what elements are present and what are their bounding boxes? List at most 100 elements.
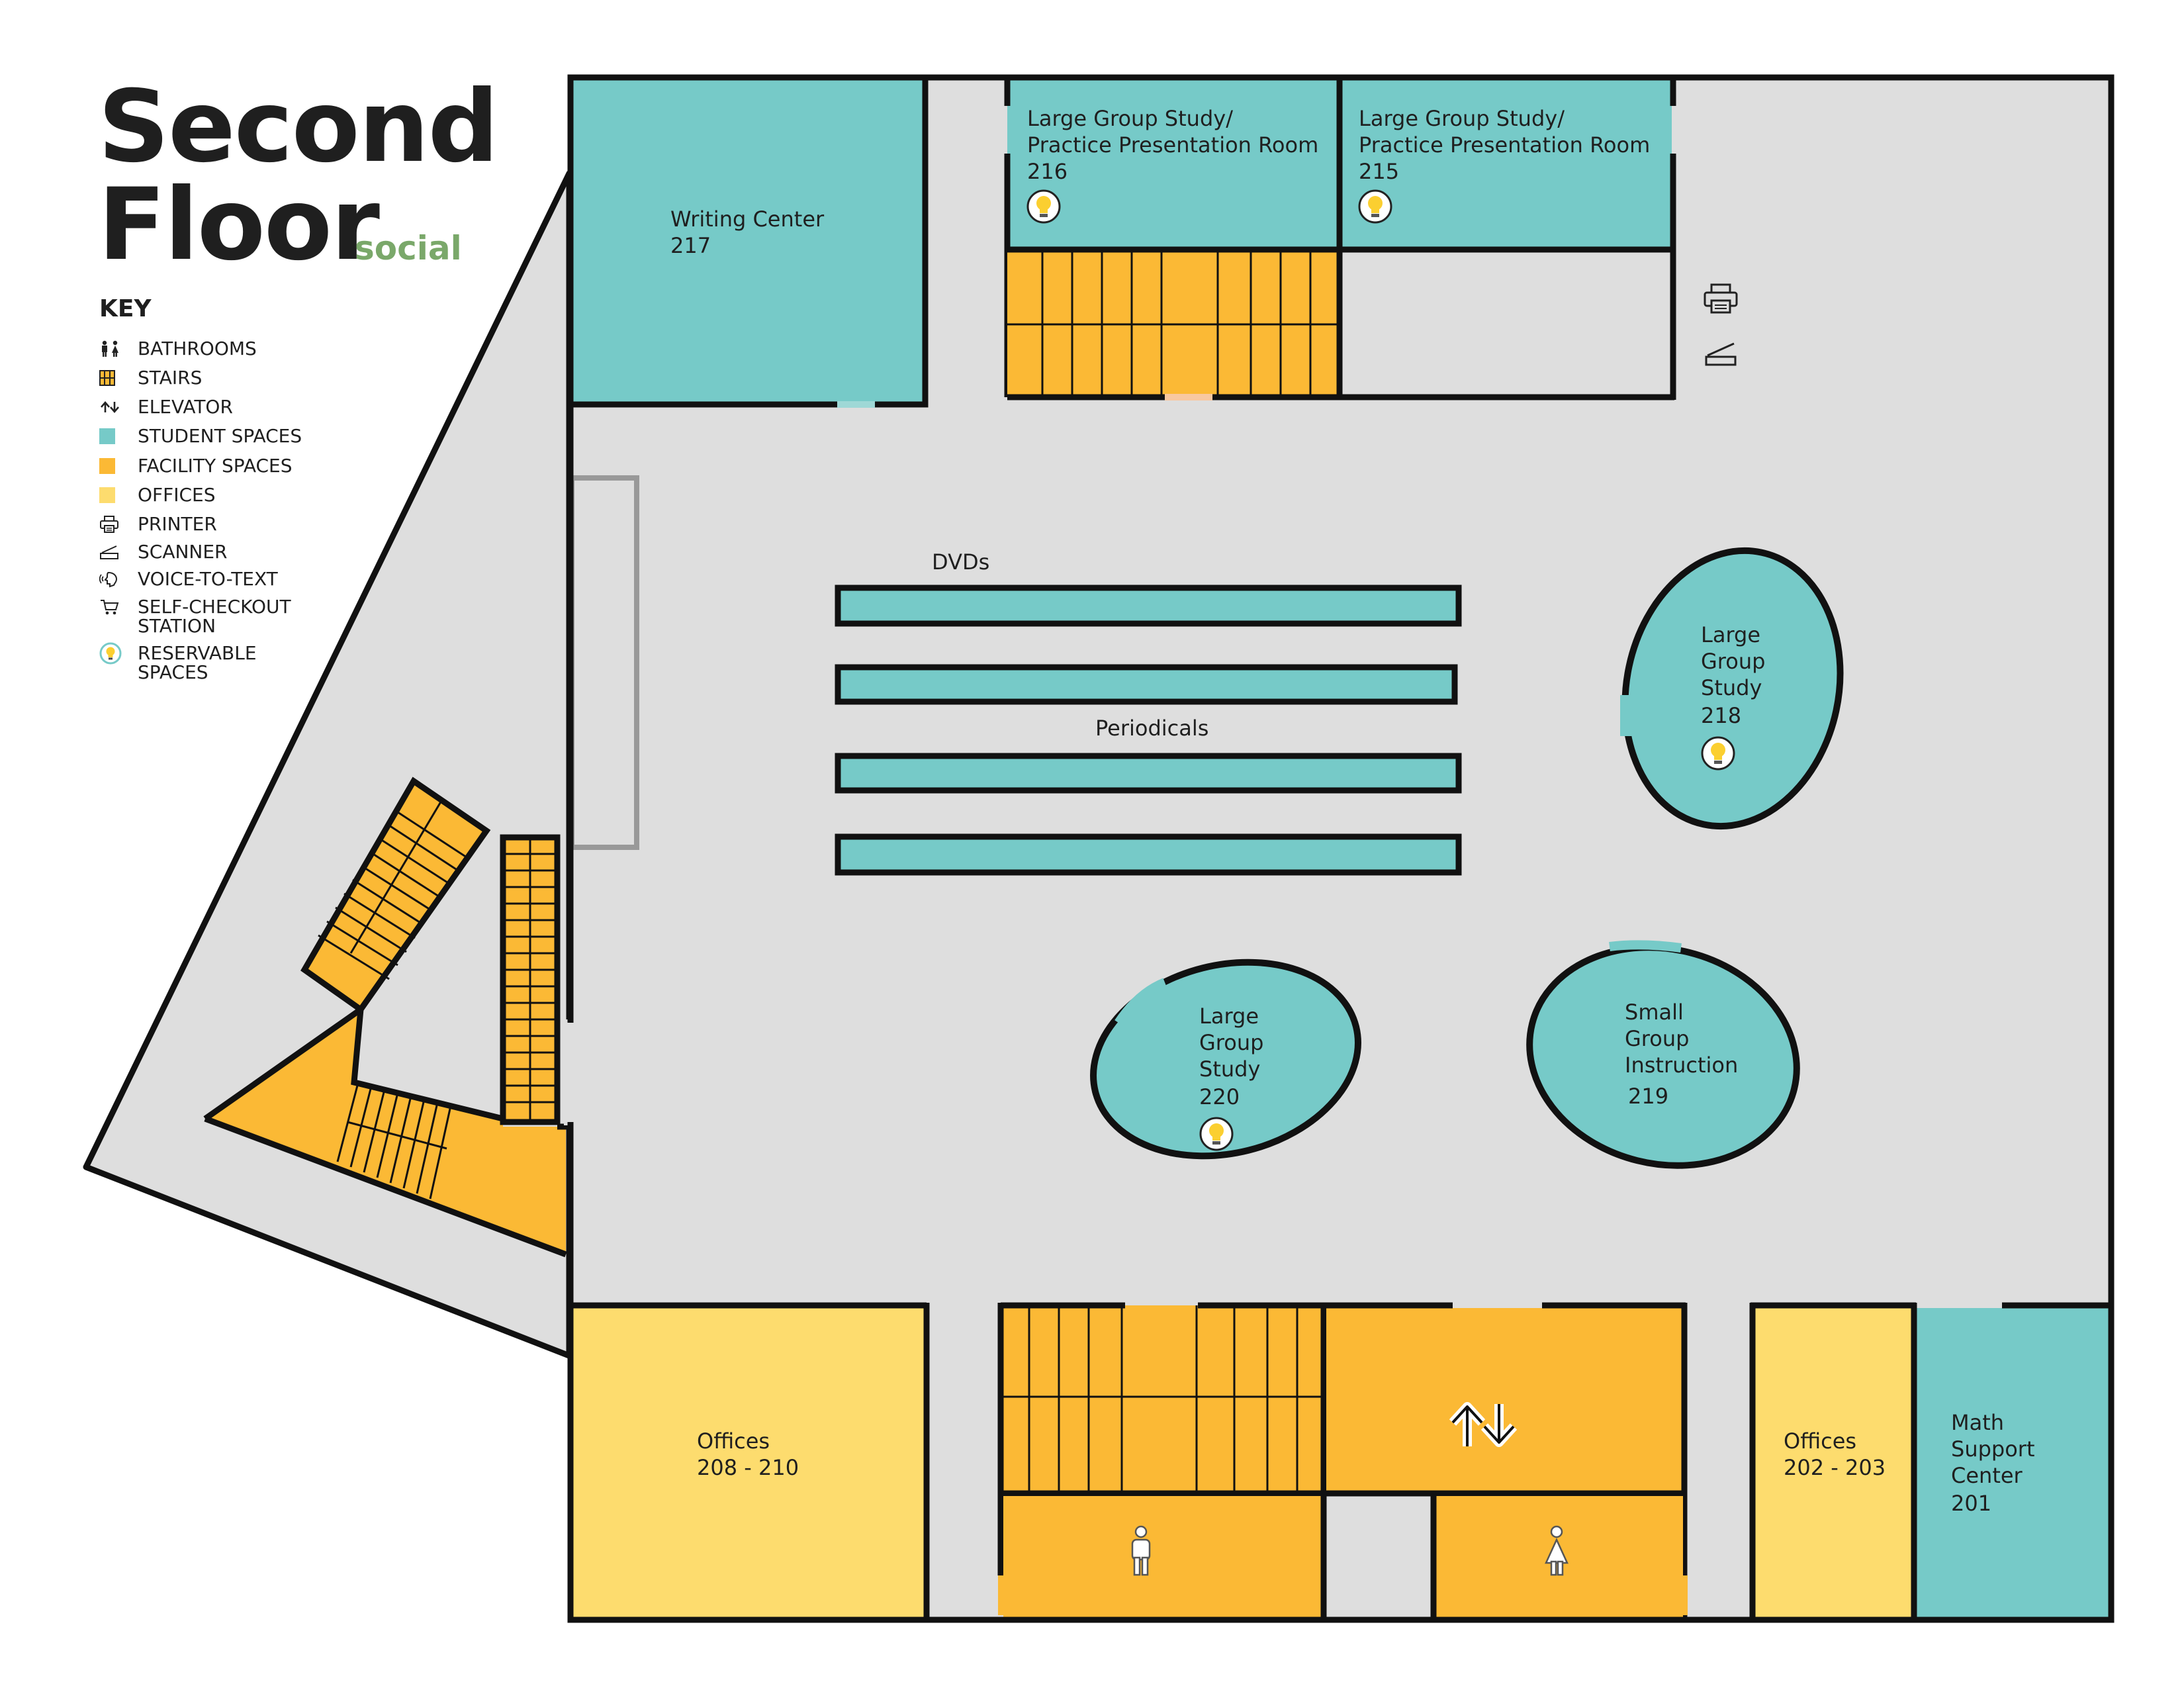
math-201-number: 201 xyxy=(1951,1491,1991,1516)
floor-subtitle: social xyxy=(355,229,462,267)
room-218-number: 218 xyxy=(1701,703,1741,728)
voice-to-text-icon xyxy=(99,569,126,589)
key-label: STAIRS xyxy=(138,367,203,389)
title-line-1: Second xyxy=(98,70,499,185)
room-219-line1: Small xyxy=(1625,1000,1684,1025)
key-label: ELEVATOR xyxy=(138,396,233,418)
key-item-facility-spaces: FACILITY SPACES xyxy=(99,456,293,476)
math-201-line1: Math xyxy=(1951,1410,2004,1435)
annex-wall xyxy=(204,1115,567,1258)
room-216-label-line2: Practice Presentation Room xyxy=(1027,132,1318,158)
room-220-line3: Study xyxy=(1199,1056,1260,1082)
room-217-number: 217 xyxy=(670,233,711,258)
reservable-icon xyxy=(99,642,126,665)
room-219-number: 219 xyxy=(1628,1084,1668,1109)
student-spaces-swatch xyxy=(99,428,115,444)
offices-swatch xyxy=(99,487,115,503)
main-floor-border xyxy=(567,74,2115,1623)
shelf-2 xyxy=(835,664,1458,705)
key-label: RESERVABLE SPACES xyxy=(138,642,257,683)
page-title: Second Floor xyxy=(98,70,499,283)
reservable-icon-218 xyxy=(1701,736,1735,771)
key-label: PRINTER xyxy=(138,513,217,535)
room-220[interactable] xyxy=(1073,935,1379,1183)
mens-bathroom[interactable] xyxy=(1003,1496,1322,1617)
key-label: VOICE-TO-TEXT xyxy=(138,568,278,590)
mens-bathroom-icon xyxy=(1131,1525,1151,1576)
key-label: OFFICES xyxy=(138,484,216,506)
reservable-icon-215 xyxy=(1358,189,1392,224)
shelf-4 xyxy=(835,833,1462,876)
annex-stairs-diagonal xyxy=(300,776,491,1014)
room-220-line1: Large xyxy=(1199,1004,1259,1029)
offices-208-number: 208 - 210 xyxy=(697,1455,799,1480)
key-item-elevator: ELEVATOR xyxy=(99,397,233,417)
stairs-216-treads xyxy=(1007,250,1338,397)
offices-202-203[interactable] xyxy=(1754,1308,1913,1617)
key-item-stairs: STAIRS xyxy=(99,368,202,388)
room-217-writing-center[interactable] xyxy=(572,80,927,404)
reservable-icon-216 xyxy=(1026,189,1061,224)
bathrooms-icon xyxy=(99,339,126,359)
key-item-voice-to-text: VOICE-TO-TEXT xyxy=(99,569,278,589)
elevator-icon xyxy=(99,397,126,417)
key-label: SELF-CHECKOUT STATION xyxy=(138,596,291,637)
key-item-printer: PRINTER xyxy=(99,514,217,534)
offices-202-label: Offices xyxy=(1784,1429,1856,1454)
room-217-label: Writing Center xyxy=(670,207,825,232)
math-201-line3: Center xyxy=(1951,1463,2023,1488)
room-218-line2: Group xyxy=(1701,649,1765,674)
room-218-line1: Large xyxy=(1701,622,1760,647)
math-201-line2: Support xyxy=(1951,1436,2035,1462)
key-label: BATHROOMS xyxy=(138,338,257,359)
room-215-number: 215 xyxy=(1359,159,1399,184)
key-item-offices: OFFICES xyxy=(99,485,216,505)
shelf-3 xyxy=(835,753,1462,794)
shelf-1 xyxy=(835,585,1462,627)
room-218-line3: Study xyxy=(1701,675,1762,700)
room-216[interactable] xyxy=(1007,80,1338,250)
stairs-216 xyxy=(1007,250,1338,397)
room-220-line2: Group xyxy=(1199,1030,1263,1055)
scanner-icon[interactable] xyxy=(1705,342,1737,366)
stairs-bottom xyxy=(1001,1305,1324,1492)
scanner-icon xyxy=(99,542,126,562)
annex-stairs-bottom-treads xyxy=(336,1085,451,1199)
key-label: SCANNER xyxy=(138,541,228,563)
annex-stairs-diagonal-treads xyxy=(318,799,467,980)
room-219-line3: Instruction xyxy=(1625,1053,1738,1078)
room-215[interactable] xyxy=(1341,80,1672,250)
printer-icon[interactable] xyxy=(1704,283,1738,314)
room-220-number: 220 xyxy=(1199,1084,1240,1109)
annex-stairs-outline xyxy=(203,1003,504,1122)
key-item-bathrooms: BATHROOMS xyxy=(99,339,257,359)
key-item-self-checkout: SELF-CHECKOUT STATION xyxy=(99,597,291,635)
elevator-icon xyxy=(1449,1402,1518,1447)
key-title: KEY xyxy=(99,295,152,322)
key-item-scanner: SCANNER xyxy=(99,542,228,562)
stairs-icon xyxy=(99,368,126,388)
stairs-216-door xyxy=(1165,394,1212,400)
elevator[interactable] xyxy=(1326,1308,1683,1492)
periodicals-label: Periodicals xyxy=(1095,716,1208,741)
room-218[interactable] xyxy=(1600,530,1865,846)
womens-bathroom-icon xyxy=(1545,1525,1569,1576)
room-216-number: 216 xyxy=(1027,159,1068,184)
room-217-door xyxy=(837,401,875,408)
math-support-center-201[interactable] xyxy=(1915,1308,2109,1617)
room-217-walls xyxy=(875,80,929,408)
facility-spaces-swatch xyxy=(99,458,115,474)
offices-208-210[interactable] xyxy=(572,1305,927,1617)
key-label: FACILITY SPACES xyxy=(138,455,293,477)
offices-208-label: Offices xyxy=(697,1429,770,1454)
room-219[interactable] xyxy=(1506,919,1820,1193)
room-216-label-line1: Large Group Study/ xyxy=(1027,106,1233,131)
room-219-line2: Group xyxy=(1625,1026,1689,1051)
offices-202-number: 202 - 203 xyxy=(1784,1455,1886,1480)
room-215-label-line2: Practice Presentation Room xyxy=(1359,132,1650,158)
stairs-bottom-treads xyxy=(1001,1305,1324,1492)
reservable-icon-220 xyxy=(1199,1117,1234,1151)
title-line-2: Floor xyxy=(98,167,380,283)
room-215-label-line1: Large Group Study/ xyxy=(1359,106,1565,131)
